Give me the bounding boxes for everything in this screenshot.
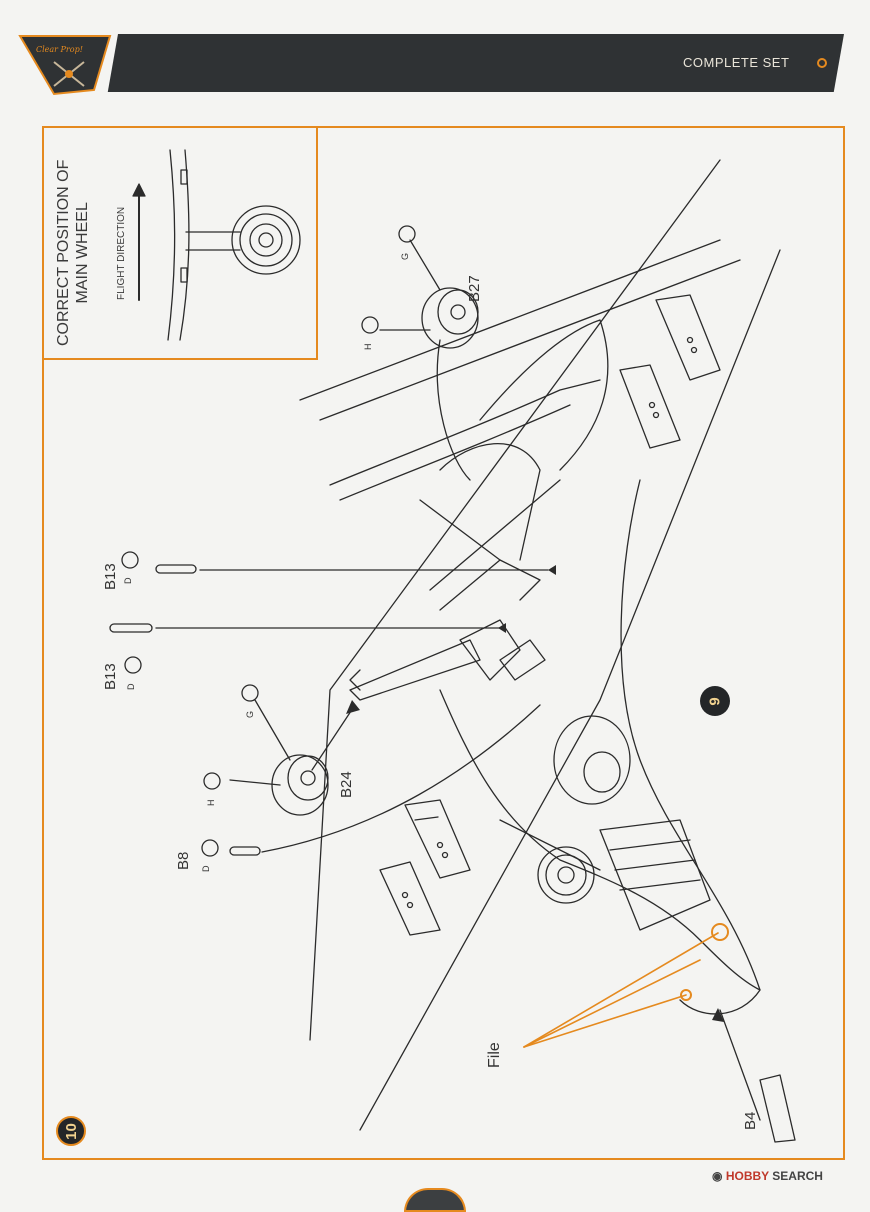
part-label-b13-lower: B13 xyxy=(102,663,119,690)
watermark-search: SEARCH xyxy=(772,1169,823,1183)
part-label-b8: B8 xyxy=(175,851,192,870)
inset-title-line2: MAIN WHEEL xyxy=(74,202,91,304)
step-number-9: 9 xyxy=(706,696,724,706)
step-badge-9: 9 xyxy=(700,686,730,716)
brand-logo: Clear Prop! xyxy=(18,35,112,96)
part-label-b24: B24 xyxy=(338,771,355,798)
step-number-10: 10 xyxy=(62,1122,80,1140)
main-wheel-inset xyxy=(42,126,318,360)
header-bullet-icon xyxy=(817,58,827,68)
inset-title-line1: CORRECT POSITION OF xyxy=(55,159,72,346)
paint-code-d-b13-lower: D xyxy=(126,683,136,691)
paint-code-d-b8: D xyxy=(201,865,211,873)
paint-code-g-b27: G xyxy=(400,252,410,260)
watermark: ◉ HOBBY SEARCH xyxy=(712,1169,823,1183)
part-label-b27: B27 xyxy=(466,275,483,302)
instruction-frame xyxy=(42,126,845,1160)
inset-title: CORRECT POSITION OF MAIN WHEEL xyxy=(54,160,92,346)
paint-code-g-b24: G xyxy=(245,710,255,718)
flight-direction-label: FLIGHT DIRECTION xyxy=(116,206,127,300)
watermark-icon: ◉ xyxy=(712,1169,723,1183)
header-title: COMPLETE SET xyxy=(683,55,790,70)
brand-logo-text: Clear Prop! xyxy=(36,45,83,54)
watermark-hobby: HOBBY xyxy=(725,1169,769,1183)
part-label-b13-upper: B13 xyxy=(102,563,119,590)
part-label-b4: B4 xyxy=(742,1111,759,1130)
step-badge-10: 10 xyxy=(56,1116,86,1146)
paint-code-h-b27: H xyxy=(363,343,373,351)
paint-code-d-b13-upper: D xyxy=(123,577,133,585)
file-annotation: File xyxy=(486,1042,503,1068)
inset-wheel-detail xyxy=(167,149,301,341)
paint-code-h-b24: H xyxy=(206,799,216,807)
